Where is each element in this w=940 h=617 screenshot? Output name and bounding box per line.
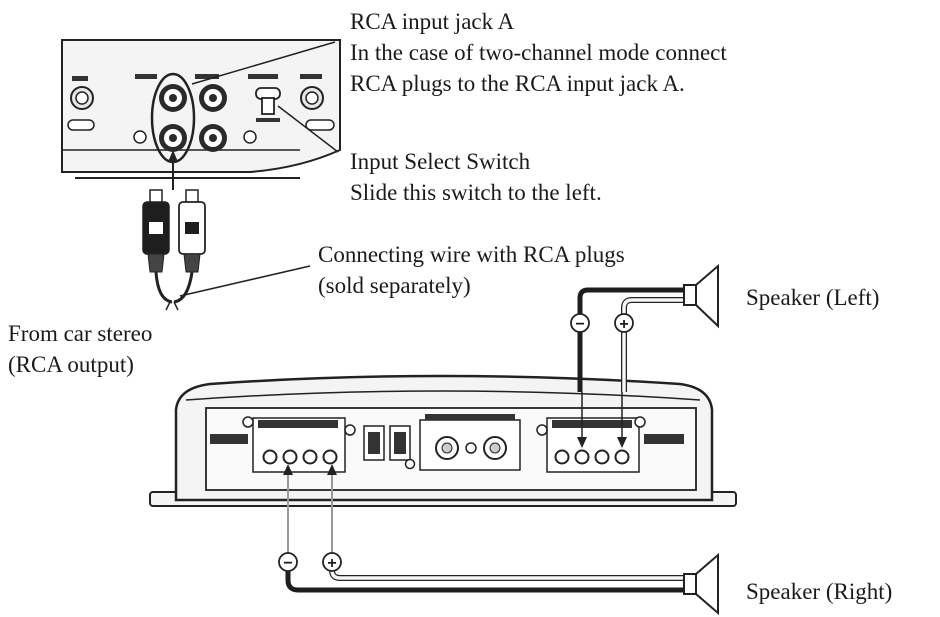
positive-sign-right: + <box>327 555 336 572</box>
switch-leader <box>277 105 339 153</box>
positive-marker-left <box>614 313 634 333</box>
negative-sign-right: − <box>283 555 292 572</box>
rca-jack-leader <box>191 41 336 85</box>
rca-jack-title: RCA input jack A <box>350 9 515 34</box>
terminal-block-left <box>210 416 356 473</box>
source-label-line2: (RCA output) <box>8 352 134 377</box>
wire-label-line2: (sold separately) <box>318 273 471 298</box>
gain-knob-right <box>300 86 335 131</box>
rca-input-jacks <box>133 72 257 164</box>
rca-jack-line2: RCA plugs to the RCA input jack A. <box>350 71 685 96</box>
wire-label-line1: Connecting wire with RCA plugs <box>318 242 625 267</box>
fuse-holders <box>363 425 416 470</box>
speaker-left-wiring <box>570 287 684 448</box>
input-switch-line1: Slide this switch to the left. <box>350 180 602 205</box>
rca-jack-line1: In the case of two-channel mode connect <box>350 40 727 65</box>
speaker-right-label: Speaker (Right) <box>746 579 893 604</box>
negative-marker-right <box>278 552 298 572</box>
amplifier-unit <box>149 374 737 507</box>
positive-marker-right <box>322 552 342 572</box>
speaker-right-wiring <box>278 464 684 593</box>
speaker-left-icon <box>683 263 719 329</box>
source-label-line1: From car stereo <box>8 321 153 346</box>
speaker-right-icon <box>683 552 719 616</box>
input-panel-closeup <box>61 39 341 190</box>
input-select-switch <box>255 87 281 122</box>
wire-leader <box>179 265 311 297</box>
negative-marker-left <box>570 313 590 333</box>
rca-cable <box>142 189 206 311</box>
speaker-left-label: Speaker (Left) <box>746 285 880 310</box>
input-switch-title: Input Select Switch <box>350 149 531 174</box>
terminal-block-right <box>536 416 684 473</box>
negative-sign-left: − <box>575 316 584 333</box>
positive-sign-left: + <box>619 316 628 333</box>
power-terminal-block <box>419 414 521 471</box>
gain-knob-left <box>67 86 95 131</box>
